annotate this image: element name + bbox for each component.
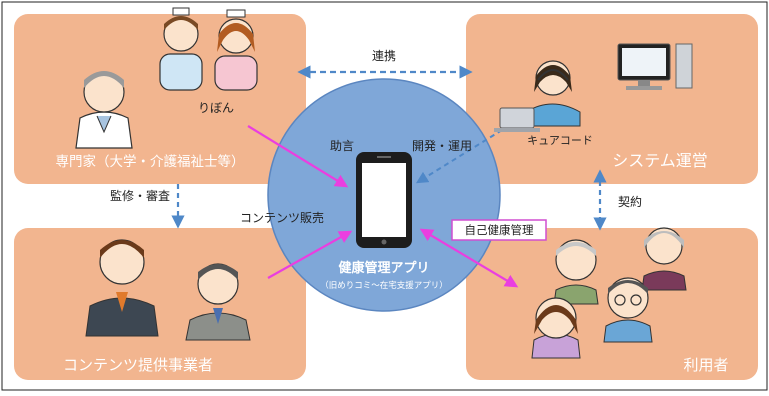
self-health-arrow: [419, 228, 519, 288]
elderly-woman-icon: [641, 227, 687, 291]
nurse-female-icon: [214, 9, 258, 91]
panel-experts-title: 専門家（大学・介護福祉士等）: [56, 153, 245, 170]
businessman-icon: [85, 239, 159, 337]
ribbon-label: りぼん: [198, 101, 234, 115]
app-subtitle: （旧めりコミ〜在宅支援アプリ）: [320, 280, 448, 291]
development-arrow: [415, 129, 503, 184]
collaboration-label: 連携: [372, 48, 396, 63]
advice-arrow: [247, 125, 349, 188]
cure-code-label: キュアコード: [527, 134, 593, 147]
laptop-icon: [494, 107, 540, 132]
desktop-computer-icon: [617, 43, 693, 90]
development-label: 開発・運用: [412, 139, 472, 153]
panel-providers-title: コンテンツ提供事業者: [63, 356, 213, 374]
panel-system-title: システム運営: [612, 151, 708, 170]
self-health-label: 自己健康管理: [465, 223, 534, 237]
doctor-icon: [75, 71, 133, 149]
content-sales-arrow: [267, 230, 353, 279]
woman-icon: [531, 297, 581, 359]
advice-label: 助言: [330, 139, 354, 153]
contract-label: 契約: [618, 194, 642, 209]
operator-icon: [525, 60, 581, 127]
glasses-man-icon: [603, 277, 653, 343]
content-sales-label: コンテンツ販売: [240, 210, 324, 225]
nurse-male-icon: [159, 7, 203, 91]
panel-providers: [14, 228, 306, 380]
elderly-man-icon: [553, 239, 599, 305]
older-businessman-icon: [185, 263, 251, 341]
panel-users-title: 利用者: [683, 356, 728, 374]
smartphone-icon: [356, 152, 412, 248]
supervision-label: 監修・審査: [110, 188, 170, 203]
self-health-badge: [451, 219, 547, 241]
app-title: 健康管理アプリ: [338, 260, 429, 276]
